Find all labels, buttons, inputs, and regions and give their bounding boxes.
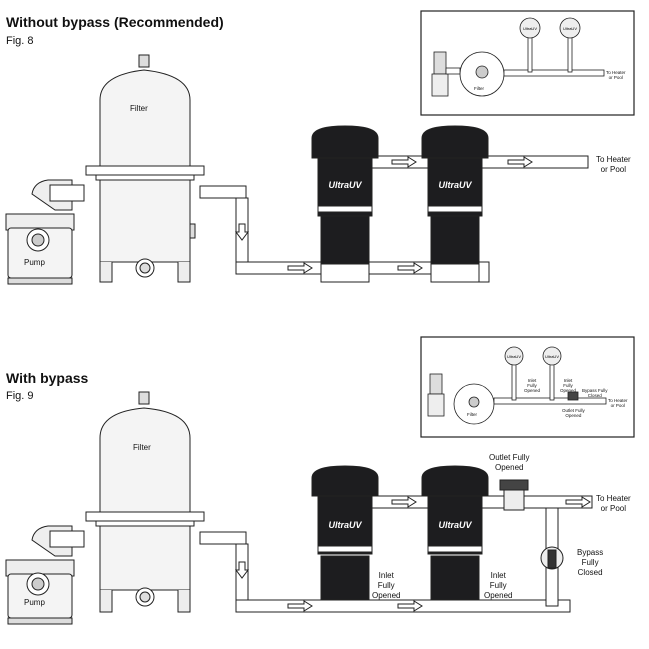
fig9-outlet-valve-label: Outlet Fully Opened: [489, 453, 530, 472]
fig8-pump: [5, 179, 85, 285]
fig8-filter-tank: [85, 54, 205, 283]
fig9-inset-inlet-2-label: Inlet Fully Opened: [560, 378, 577, 393]
fig8-pipes: [199, 155, 589, 283]
fig8-uv-unit-1: UltraUV: [311, 125, 379, 283]
fig9-flow-arrows: [235, 496, 591, 612]
fig8-uv-brand-2: UltraUV: [438, 180, 472, 190]
fig9-bypass-label: Bypass Fully Closed: [577, 548, 604, 577]
fig8-pump-label: Pump: [24, 258, 45, 267]
fig8-filter-label: Filter: [130, 104, 148, 113]
fig8-heading: Without bypass (Recommended): [6, 14, 224, 30]
fig8-drawing: UltraUV UltraUV: [5, 54, 589, 285]
fig9-outlet-valve: [499, 479, 529, 511]
fig9-filter-tank: [85, 391, 205, 613]
fig9-inset-inlet-1-label: Inlet Fully Opened: [524, 378, 541, 393]
fig9-pump-label: Pump: [24, 598, 45, 607]
fig8-inset-filter-label: Filter: [474, 86, 484, 91]
fig9-uv-unit-1: UltraUV: [311, 465, 379, 601]
fig9-uv-brand-1: UltraUV: [328, 520, 362, 530]
fig9-uv-unit-2: UltraUV: [421, 465, 489, 601]
fig9-caption: Fig. 9: [6, 390, 34, 402]
fig9-filter-label: Filter: [133, 443, 151, 452]
fig9-inset-bypass-label: Bypass Fully Closed: [582, 388, 608, 398]
fig9-inset-outlet-valve-label: Outlet Fully Opened: [562, 408, 585, 418]
fig9-inset-outlet-label: To Heater or Pool: [608, 398, 628, 408]
fig8-outlet-label: To Heater or Pool: [596, 155, 631, 174]
fig8-inset: [420, 10, 635, 116]
fig8-flow-arrows: [235, 156, 533, 274]
fig9-inlet-1-label: Inlet Fully Opened: [372, 571, 401, 600]
fig8-uv-brand-1: UltraUV: [328, 180, 362, 190]
fig8-inset-outlet-label: To Heater or Pool: [606, 70, 626, 80]
fig9-drawing: UltraUV UltraUV: [5, 391, 593, 625]
fig8-caption: Fig. 8: [6, 35, 34, 47]
fig8-uv-unit-2: UltraUV: [421, 125, 489, 283]
fig9-uv-brand-2: UltraUV: [438, 520, 472, 530]
fig9-pump: [5, 525, 85, 625]
fig9-inset: [420, 336, 635, 438]
fig9-heading: With bypass: [6, 370, 89, 386]
fig9-inset-filter-label: Filter: [467, 412, 477, 417]
fig9-bypass-valve: [540, 546, 564, 570]
fig9-inlet-2-label: Inlet Fully Opened: [484, 571, 513, 600]
fig9-outlet-label: To Heater or Pool: [596, 494, 631, 513]
